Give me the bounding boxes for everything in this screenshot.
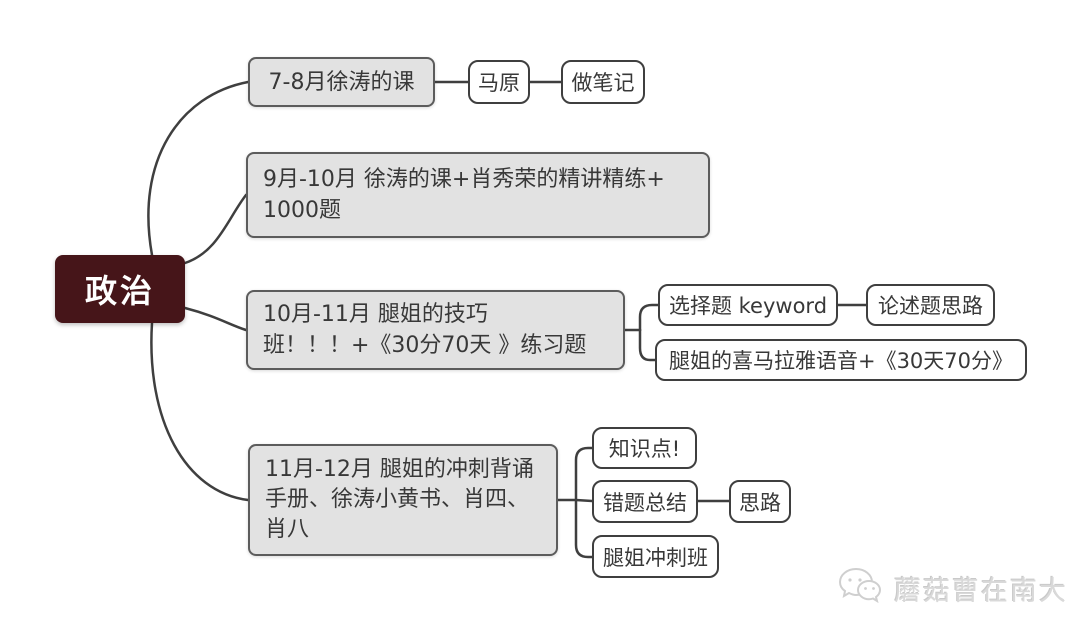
branch-line: 手册、徐涛小黄书、肖四、 [265,487,530,512]
branch-line: 班！！！+《30分70天 》练习题 [263,333,587,358]
branch-nov-dec-sprint-materials: 11月-12月 腿姐的冲刺背诵 手册、徐涛小黄书、肖四、 肖八 [248,444,558,556]
branch-line: 1000题 [263,198,341,223]
branch-line: 10月-11月 腿姐的技巧 [263,302,488,327]
leaf-label: 选择题 keyword [668,294,828,318]
leaf-label: 做笔记 [571,71,635,95]
curve-root-to-branch2 [183,193,248,265]
node-tui-sprint-class: 腿姐冲刺班 [592,535,719,578]
node-wrong-question-summary: 错题总结 [592,480,698,523]
node-himalaya-audio: 腿姐的喜马拉雅语音+《30天70分》 [655,339,1027,381]
branch-oct-nov-skills-class: 10月-11月 腿姐的技巧 班！！！+《30分70天 》练习题 [246,290,625,370]
root-label: 政治 [84,272,155,310]
leaf-label: 错题总结 [603,490,687,515]
elbow-branch3-up [638,303,660,332]
leaf-label: 马原 [478,71,520,95]
leaf-label: 腿姐冲刺班 [603,545,708,570]
elbow-branch4-down [574,498,594,559]
curve-root-to-branch4 [150,321,250,502]
leaf-label: 腿姐的喜马拉雅语音+《30天70分》 [668,349,1014,373]
node-take-notes: 做笔记 [561,60,645,104]
elbow-branch4-up [574,446,594,502]
branch-sep-oct-course: 9月-10月 徐涛的课+肖秀荣的精讲精练+ 1000题 [246,152,710,238]
node-knowledge-points: 知识点! [592,427,697,469]
node-essay-question-ideas: 论述题思路 [866,284,995,326]
curve-root-to-branch1 [147,80,250,257]
branch-label: 7-8月徐涛的课 [268,69,415,95]
leaf-label: 思路 [739,490,781,515]
elbow-branch3-down [638,328,657,362]
branch-line: 11月-12月 腿姐的冲刺背诵 [265,457,534,482]
leaf-label: 知识点! [608,437,681,461]
node-multiple-choice-keyword: 选择题 keyword [658,284,838,326]
branch-jul-aug-course: 7-8月徐涛的课 [248,57,435,107]
root-node-politics: 政治 [55,255,185,323]
curve-root-to-branch3 [183,306,248,332]
leaf-label: 论述题思路 [878,294,983,318]
branch-line: 肖八 [265,517,310,542]
elbow-branch4-mid [574,498,594,503]
branch-line: 9月-10月 徐涛的课+肖秀荣的精讲精练+ [263,167,665,192]
watermark-text: 蘑菇曹在南大 [894,575,1068,607]
wechat-icon [836,565,884,611]
node-thinking: 思路 [729,480,791,523]
node-mayuan: 马原 [468,60,530,104]
watermark: 蘑菇曹在南大 [836,565,1068,611]
